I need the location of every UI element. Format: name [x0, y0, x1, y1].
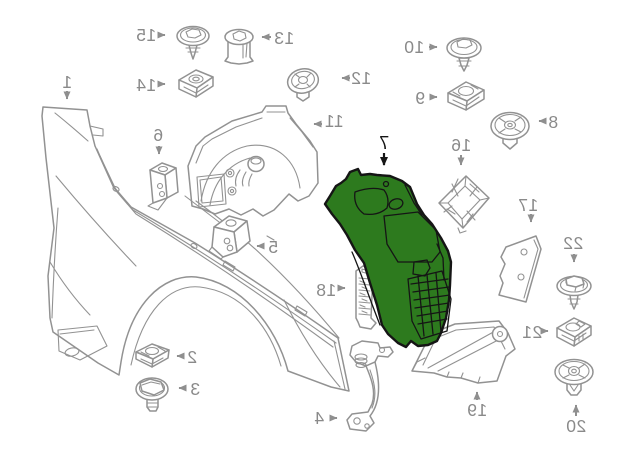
part-label-3[interactable]: 3 — [190, 379, 200, 399]
part-2-cage-nut-drawing — [135, 343, 170, 368]
part-label-22[interactable]: 22 — [563, 233, 583, 253]
part-label-17[interactable]: 17 — [518, 195, 538, 215]
part-label-18[interactable]: 18 — [316, 280, 336, 300]
part-21-cage-nut-drawing — [556, 317, 592, 347]
part-8-expanding-grommet-drawing — [490, 111, 530, 150]
part-label-16[interactable]: 16 — [451, 135, 471, 155]
part-20-expanding-rivet-drawing — [554, 358, 594, 396]
part-7-wheel-arch-liner-drawing — [323, 167, 453, 349]
part-label-11[interactable]: 11 — [324, 111, 343, 131]
part-label-5[interactable]: 5 — [268, 237, 278, 257]
part-11-wheelhouse-drawing — [187, 105, 319, 217]
part-label-14[interactable]: 14 — [136, 75, 156, 95]
part-12-grommet-drawing — [286, 68, 320, 102]
part-15-screw-rivet-drawing — [176, 25, 210, 60]
part-label-8[interactable]: 8 — [548, 112, 558, 132]
part-4-support-bracket-drawing — [346, 340, 394, 432]
part-label-19[interactable]: 19 — [467, 400, 487, 420]
part-22-screw-drawing — [556, 275, 592, 310]
part-label-15[interactable]: 15 — [136, 25, 156, 45]
part-label-7[interactable]: 7 — [379, 133, 390, 153]
part-label-2[interactable]: 2 — [187, 347, 197, 367]
part-3-bolt-drawing — [135, 377, 169, 412]
part-label-6[interactable]: 6 — [153, 125, 163, 145]
part-label-1[interactable]: 1 — [62, 72, 72, 92]
part-14-cage-nut-drawing — [178, 69, 214, 98]
part-label-10[interactable]: 10 — [404, 37, 424, 57]
part-number-labels: 1 2 3 4 5 6 7 8 9 10 11 12 13 14 15 16 1… — [62, 25, 586, 436]
part-13-expansion-nut-drawing — [224, 28, 254, 65]
part-6-bracket-drawing — [147, 162, 179, 211]
part-label-9[interactable]: 9 — [415, 88, 425, 108]
part-label-13[interactable]: 13 — [274, 28, 294, 48]
part-17-plate-drawing — [498, 235, 542, 303]
part-16-plate-drawing — [438, 175, 490, 234]
part-label-12[interactable]: 12 — [351, 68, 371, 88]
part-label-21[interactable]: 21 — [522, 322, 542, 342]
part-10-screw-rivet-drawing — [446, 37, 482, 72]
callout-arrows — [63, 31, 580, 422]
part-5-bracket-drawing — [208, 215, 251, 260]
part-label-4[interactable]: 4 — [314, 408, 324, 428]
part-label-20[interactable]: 20 — [566, 416, 586, 436]
part-9-cage-nut-drawing — [447, 81, 485, 111]
